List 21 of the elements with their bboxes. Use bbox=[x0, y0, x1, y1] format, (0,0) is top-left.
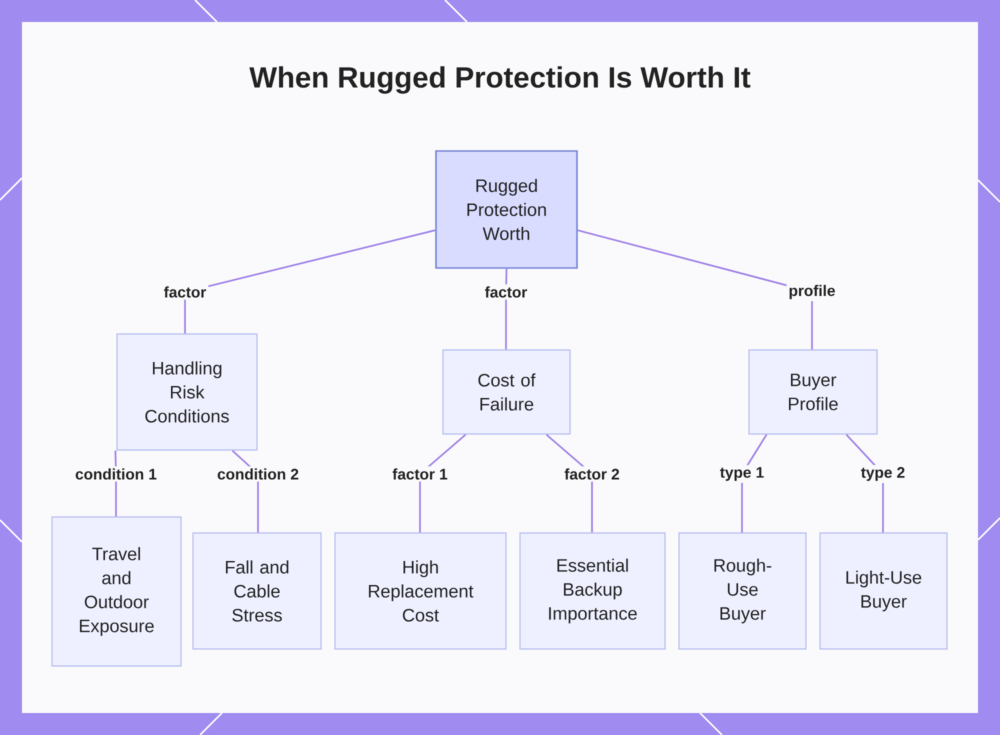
process-box: High Replacement Cost bbox=[334, 532, 507, 650]
process-box: Handling Risk Conditions bbox=[116, 333, 258, 451]
edge-label: condition 1 bbox=[73, 466, 159, 482]
edge-label: condition 2 bbox=[215, 466, 301, 482]
process-box: Buyer Profile bbox=[748, 349, 878, 435]
root-box: Rugged Protection Worth bbox=[435, 150, 578, 269]
edge-label: factor bbox=[162, 284, 208, 300]
edge-label: type 1 bbox=[718, 465, 766, 483]
edge-label: factor 2 bbox=[562, 466, 622, 482]
edge-label: factor 1 bbox=[390, 466, 450, 482]
process-box: Travel and Outdoor Exposure bbox=[51, 516, 182, 667]
connector bbox=[184, 229, 436, 334]
edge-label: profile bbox=[786, 282, 838, 302]
process-box: Essential Backup Importance bbox=[519, 532, 666, 650]
process-box: Light-Use Buyer bbox=[819, 532, 948, 650]
edge-label: factor bbox=[482, 284, 530, 300]
process-box: Fall and Cable Stress bbox=[192, 532, 322, 650]
edge-label: type 2 bbox=[858, 465, 908, 483]
title: When Rugged Protection Is Worth It bbox=[249, 66, 750, 94]
process-box: Rough-Use Buyer bbox=[678, 532, 807, 650]
process-box: Cost of Failure bbox=[442, 349, 571, 435]
